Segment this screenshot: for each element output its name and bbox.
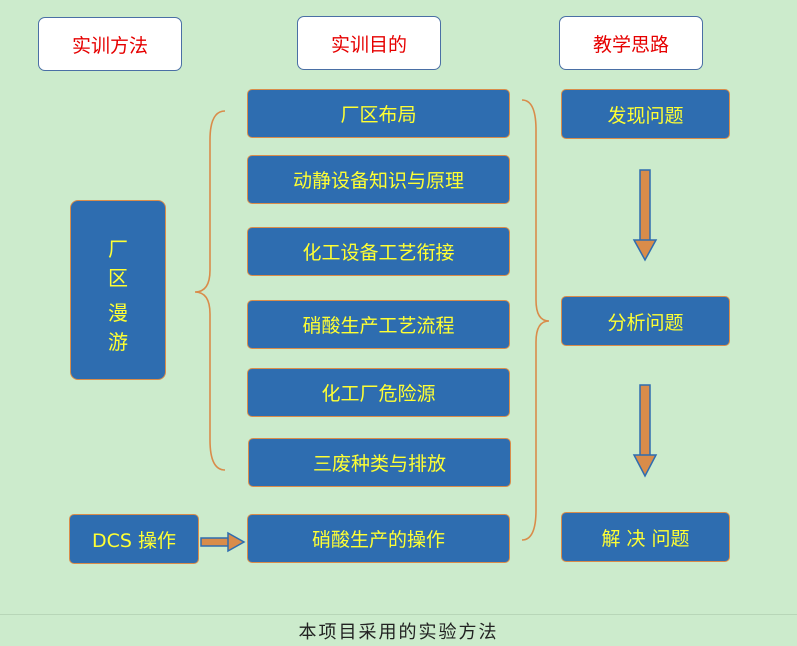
right-arrow-icon [200, 531, 246, 553]
purpose-item-nitric-process: 硝酸生产工艺流程 [247, 300, 510, 349]
caption-bar [0, 614, 797, 646]
left-brace [194, 110, 226, 471]
down-arrow-icon [632, 169, 658, 262]
teaching-step-label: 解 决 问题 [601, 527, 690, 550]
teaching-step-solve: 解 决 问题 [561, 512, 730, 562]
purpose-item-layout: 厂区布局 [247, 89, 510, 138]
teaching-step-analyze: 分析问题 [561, 296, 730, 346]
purpose-item-waste: 三废种类与排放 [248, 438, 511, 487]
dcs-operation-label: DCS 操作 [92, 529, 176, 552]
purpose-item-label: 动静设备知识与原理 [292, 170, 464, 192]
purpose-item-hazards: 化工厂危险源 [247, 368, 510, 417]
purpose-item-label: 三废种类与排放 [312, 453, 446, 475]
purpose-item-label: 厂区布局 [340, 104, 417, 126]
purpose-item-label: 化工设备工艺衔接 [302, 242, 455, 264]
purpose-item-process-link: 化工设备工艺衔接 [247, 227, 510, 276]
dcs-operation-box: DCS 操作 [69, 514, 199, 564]
header-purpose: 实训目的 [297, 16, 441, 70]
factory-tour-line2: 漫 游 [108, 301, 142, 354]
purpose-item-label: 硝酸生产工艺流程 [302, 315, 455, 337]
teaching-step-label: 发现问题 [607, 104, 684, 127]
purpose-item-equipment: 动静设备知识与原理 [247, 155, 510, 204]
header-method: 实训方法 [38, 17, 182, 71]
teaching-step-discover: 发现问题 [561, 89, 730, 139]
figure-caption: 本项目采用的实验方法 [298, 622, 499, 643]
teaching-step-label: 分析问题 [607, 311, 684, 334]
factory-tour-box: 厂 区 漫 游 [70, 200, 166, 380]
factory-tour-line1: 厂 区 [108, 237, 142, 290]
right-brace [521, 99, 550, 541]
header-teaching: 教学思路 [559, 16, 703, 70]
purpose-item-operation: 硝酸生产的操作 [247, 514, 510, 563]
down-arrow-icon [632, 384, 658, 478]
purpose-item-label: 硝酸生产的操作 [311, 529, 445, 551]
purpose-item-label: 化工厂危险源 [321, 383, 436, 405]
